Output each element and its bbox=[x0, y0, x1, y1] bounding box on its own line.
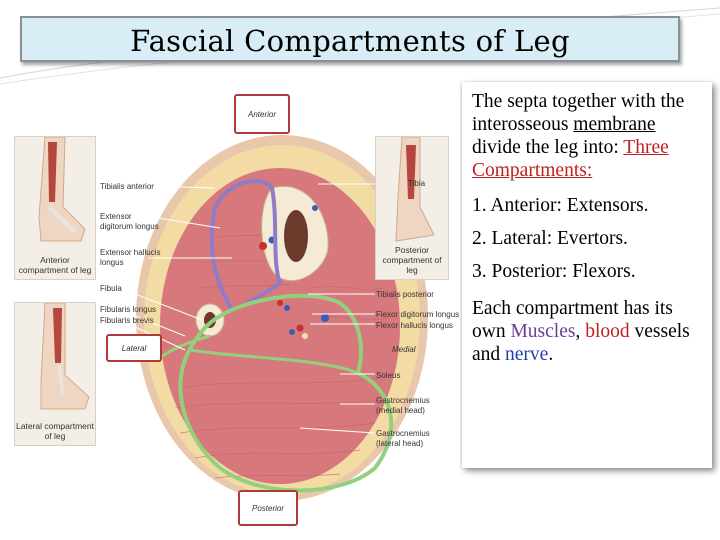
direction-label-lateral: Lateral bbox=[106, 334, 162, 362]
thumbnail-anterior-compartment: Anterior compartment of leg bbox=[14, 136, 96, 280]
closing-paragraph: Each compartment has its own Muscles, bl… bbox=[472, 297, 704, 366]
label-extensor-hallucis-longus: Extensor hallucis longus bbox=[100, 248, 162, 267]
label-fibularis-brevis: Fibularis brevis bbox=[100, 316, 154, 326]
intro-text-2: divide the leg into: bbox=[472, 137, 623, 158]
thumbnail-label-posterior: Posterior compartment of leg bbox=[376, 245, 448, 275]
label-soleus: Soleus bbox=[376, 371, 400, 381]
closing-text-4: . bbox=[548, 344, 553, 365]
thumbnail-lateral-compartment: Lateral compartment of leg bbox=[14, 302, 96, 446]
explanation-panel: The septa together with the interosseous… bbox=[462, 82, 712, 468]
intro-paragraph: The septa together with the interosseous… bbox=[472, 90, 704, 182]
label-tibialis-anterior: Tibialis anterior bbox=[100, 182, 154, 192]
label-flexor-digitorum-longus: Flexor digitorum longus bbox=[376, 310, 459, 320]
leg-illustration bbox=[15, 303, 95, 413]
label-gastrocnemius-medial: Gastrocnemius (medial head) bbox=[376, 396, 438, 415]
label-extensor-digitorum-longus: Extensor digitorum longus bbox=[100, 212, 162, 231]
title-banner: Fascial Compartments of Leg bbox=[20, 16, 680, 62]
compartment-item-anterior: 1. Anterior: Extensors. bbox=[472, 194, 704, 217]
label-flexor-hallucis-longus: Flexor hallucis longus bbox=[376, 321, 453, 331]
intro-membrane: membrane bbox=[573, 114, 655, 135]
direction-label-medial: Medial bbox=[392, 345, 416, 355]
direction-label-posterior: Posterior bbox=[238, 490, 298, 526]
compartment-item-posterior: 3. Posterior: Flexors. bbox=[472, 260, 704, 283]
closing-text-2: , bbox=[575, 321, 585, 342]
compartment-item-lateral: 2. Lateral: Evertors. bbox=[472, 227, 704, 250]
direction-label-anterior: Anterior bbox=[234, 94, 290, 134]
closing-muscles: Muscles bbox=[510, 321, 575, 342]
label-gastrocnemius-lateral: Gastrocnemius (lateral head) bbox=[376, 429, 438, 448]
slide-title: Fascial Compartments of Leg bbox=[22, 24, 678, 58]
thumbnail-label-lateral: Lateral compartment of leg bbox=[15, 421, 95, 441]
thumbnail-label-anterior: Anterior compartment of leg bbox=[15, 255, 95, 275]
leg-illustration bbox=[376, 137, 448, 247]
leg-illustration bbox=[15, 137, 95, 247]
label-tibialis-posterior: Tibialis posterior bbox=[376, 290, 434, 300]
closing-nerve: nerve bbox=[505, 344, 548, 365]
label-fibula: Fibula bbox=[100, 284, 122, 294]
leg-cross-section-figure: Anterior compartment of leg Posterior co… bbox=[10, 88, 460, 528]
label-fibularis-longus: Fibularis longus bbox=[100, 305, 156, 315]
label-tibia: Tibia bbox=[408, 179, 425, 189]
closing-blood: blood bbox=[585, 321, 629, 342]
thumbnail-posterior-compartment: Posterior compartment of leg bbox=[375, 136, 449, 280]
